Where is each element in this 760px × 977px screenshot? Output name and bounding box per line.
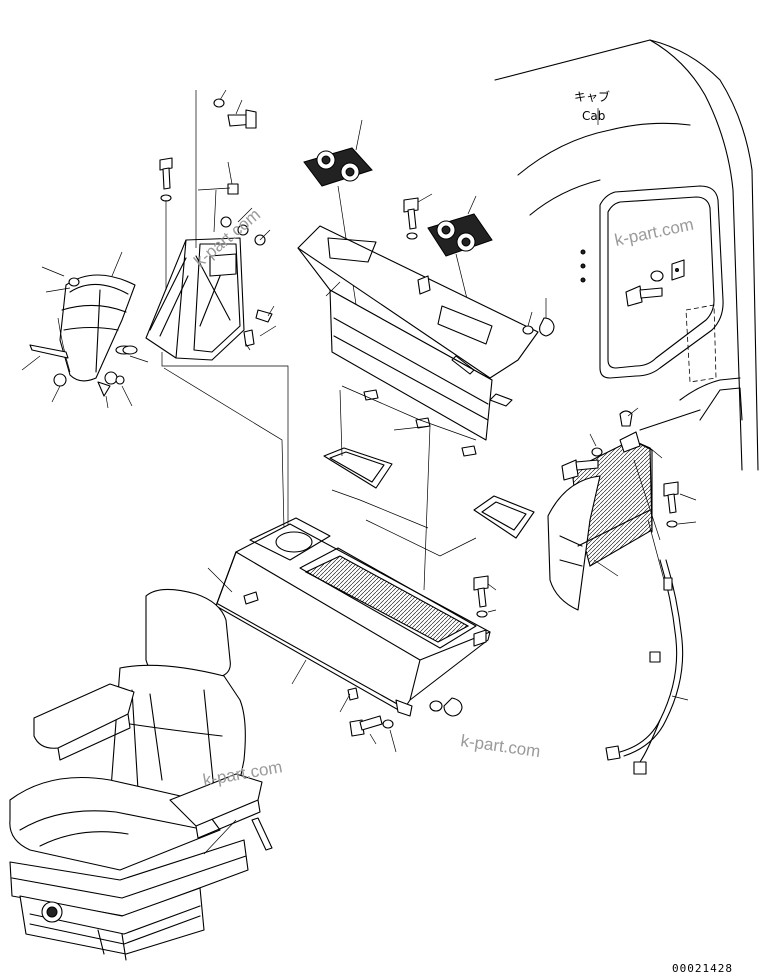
right-leader-lines <box>589 407 697 581</box>
rear-console-tray <box>215 517 491 717</box>
speaker-right <box>427 213 493 257</box>
speaker-left <box>303 147 373 187</box>
right-side-cover <box>547 410 653 611</box>
drawing-code: 00021428 <box>672 962 733 975</box>
operator-seat <box>9 588 273 961</box>
tray-leader-lines <box>207 567 497 753</box>
bracket-leader-lines <box>161 89 289 531</box>
left-cover-leader-lines <box>21 251 149 409</box>
rear-upper-shelf <box>297 225 539 441</box>
clips-and-mats <box>323 389 535 539</box>
bracket-bolts <box>159 98 257 202</box>
cab-outline <box>494 39 759 471</box>
watermark-3: k-part.com <box>459 731 541 761</box>
mat-leader-lines <box>331 385 477 591</box>
cab-label-jp: キャブ <box>574 89 610 104</box>
tray-fasteners <box>349 575 489 737</box>
wire-harness <box>605 559 684 775</box>
right-bolts <box>561 447 679 528</box>
left-rear-cover <box>29 274 136 397</box>
cab-label-en: Cab <box>582 109 605 123</box>
left-bracket <box>122 216 273 361</box>
watermark-1: k-part.com <box>613 215 695 250</box>
cab-bolt-group <box>625 259 685 307</box>
upper-shelf-fasteners <box>403 197 555 407</box>
